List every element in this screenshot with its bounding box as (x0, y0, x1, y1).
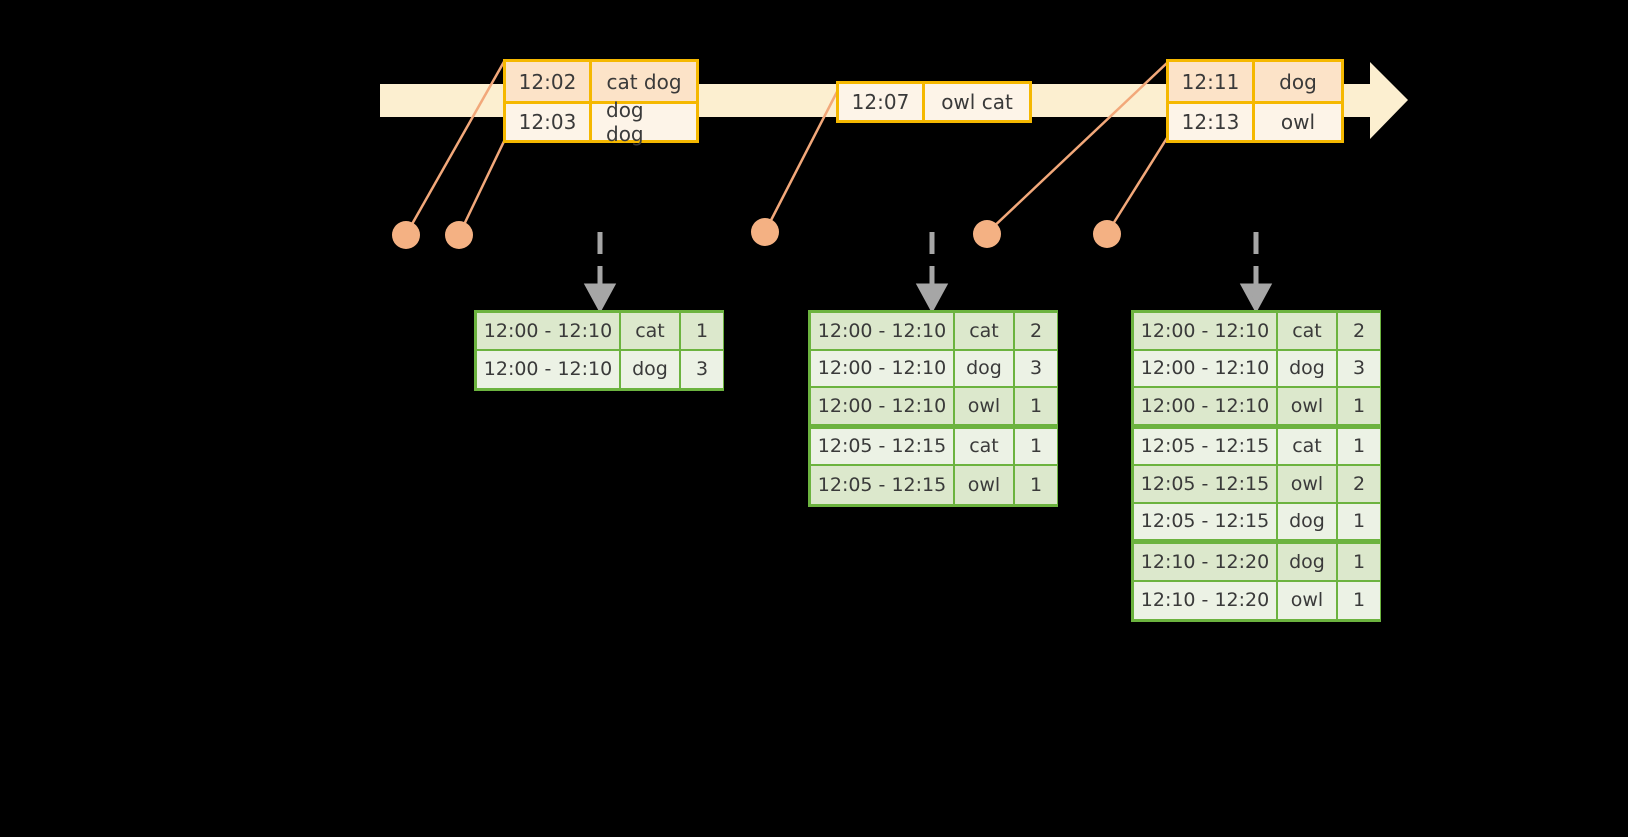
event-time: 12:11 (1169, 62, 1255, 101)
event-words: dog dog (592, 98, 696, 146)
cell-count: 2 (1015, 313, 1057, 351)
cell-count: 1 (1015, 388, 1057, 426)
cell-count: 1 (1015, 466, 1057, 504)
event-words: dog (1255, 62, 1341, 101)
cell-window: 12:00 - 12:10 (1134, 350, 1278, 388)
event-row[interactable]: 12:03 dog dog (506, 98, 696, 146)
cell-word: owl (955, 466, 1015, 504)
connector-dot-3 (751, 218, 779, 246)
event-time: 12:13 (1169, 101, 1255, 140)
event-time: 12:07 (839, 84, 925, 120)
cell-word: dog (1278, 350, 1338, 388)
cell-word: cat (955, 313, 1015, 351)
cell-word: cat (621, 313, 681, 351)
cell-window: 12:00 - 12:10 (1134, 388, 1278, 426)
cell-count: 1 (1015, 428, 1057, 466)
event-row[interactable]: 12:13 owl (1169, 101, 1341, 140)
cell-window: 12:05 - 12:15 (1134, 503, 1278, 541)
cell-window: 12:10 - 12:20 (1134, 544, 1278, 582)
cell-window: 12:10 - 12:20 (1134, 581, 1278, 619)
cell-word: dog (955, 350, 1015, 388)
event-row[interactable]: 12:07 owl cat (839, 84, 1029, 120)
cell-window: 12:05 - 12:15 (1134, 466, 1278, 504)
cell-window: 12:00 - 12:10 (1134, 313, 1278, 351)
cell-word: dog (1278, 544, 1338, 582)
cell-count: 3 (1015, 350, 1057, 388)
cell-window: 12:00 - 12:10 (477, 350, 621, 388)
cell-word: cat (1278, 428, 1338, 466)
cell-count: 2 (1338, 313, 1380, 351)
event-row[interactable]: 12:02 cat dog (506, 62, 696, 101)
cell-word: dog (621, 350, 681, 388)
dashed-arrows (583, 232, 1273, 314)
cell-count: 1 (681, 313, 723, 351)
cell-word: cat (955, 428, 1015, 466)
cell-window: 12:00 - 12:10 (477, 313, 621, 351)
cell-word: owl (1278, 466, 1338, 504)
cell-count: 2 (1338, 466, 1380, 504)
cell-window: 12:00 - 12:10 (811, 313, 955, 351)
event-time: 12:03 (506, 101, 592, 140)
cell-count: 3 (1338, 350, 1380, 388)
cell-word: owl (955, 388, 1015, 426)
cell-window: 12:00 - 12:10 (811, 350, 955, 388)
dashed-arrow-1 (583, 232, 617, 314)
event-time: 12:02 (506, 62, 592, 101)
event-group-3[interactable]: 12:11 dog 12:13 owl (1166, 59, 1344, 143)
connector-dot-1 (392, 221, 420, 249)
cell-count: 1 (1338, 503, 1380, 541)
dashed-arrow-2 (915, 232, 949, 314)
cell-count: 1 (1338, 544, 1380, 582)
cell-count: 3 (681, 350, 723, 388)
cell-word: dog (1278, 503, 1338, 541)
event-row[interactable]: 12:11 dog (1169, 62, 1341, 101)
connector-dot-5 (1093, 220, 1121, 248)
cell-count: 1 (1338, 428, 1380, 466)
dashed-arrow-3 (1239, 232, 1273, 314)
cell-window: 12:00 - 12:10 (811, 388, 955, 426)
event-words: cat dog (592, 62, 696, 101)
cell-window: 12:05 - 12:15 (1134, 428, 1278, 466)
cell-window: 12:05 - 12:15 (811, 466, 955, 504)
event-words: owl (1255, 101, 1341, 140)
cell-count: 1 (1338, 388, 1380, 426)
connector-dots (392, 218, 1121, 249)
cell-word: owl (1278, 388, 1338, 426)
cell-window: 12:05 - 12:15 (811, 428, 955, 466)
event-group-2[interactable]: 12:07 owl cat (836, 81, 1032, 123)
cell-count: 1 (1338, 581, 1380, 619)
event-group-1[interactable]: 12:02 cat dog 12:03 dog dog (503, 59, 699, 146)
cell-word: cat (1278, 313, 1338, 351)
cell-word: owl (1278, 581, 1338, 619)
connector-dot-4 (973, 220, 1001, 248)
event-words: owl cat (925, 84, 1029, 120)
connector-dot-2 (445, 221, 473, 249)
